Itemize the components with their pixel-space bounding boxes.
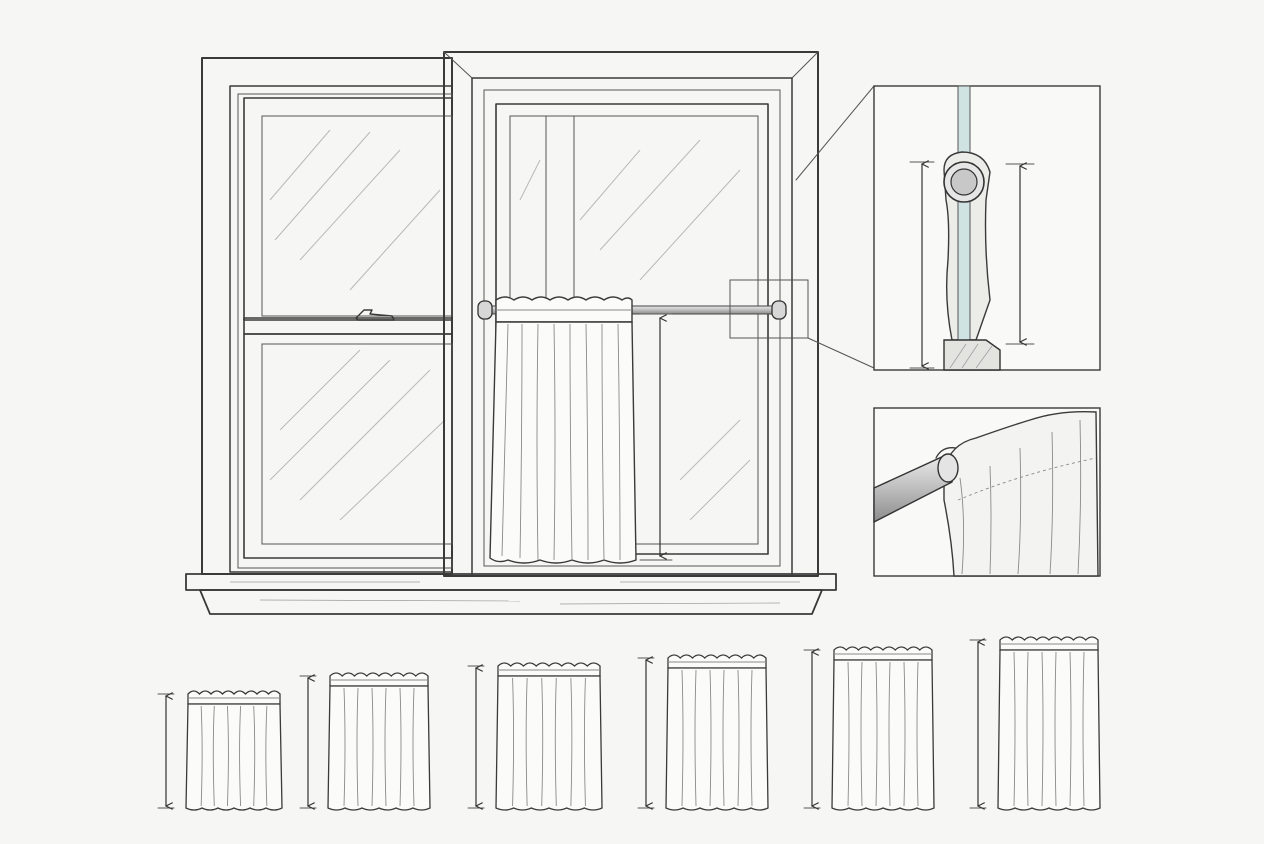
curtain-variant-4 xyxy=(637,654,769,811)
curtain-variant-fold xyxy=(239,705,242,807)
curtain-variant-panel xyxy=(997,649,1101,811)
curtain-variant-panel xyxy=(831,659,935,811)
curtain-variant-fold xyxy=(253,705,256,807)
curtain-variant-fold xyxy=(554,677,557,807)
curtain-variant-fold xyxy=(583,677,586,807)
curtain-variant-header xyxy=(999,636,1099,651)
curtain-variant-fold xyxy=(570,677,573,807)
callout-source-box xyxy=(729,279,809,339)
left-window-upper-sash xyxy=(243,97,453,321)
curtain-variant-fold xyxy=(681,669,684,807)
curtain-variant-fold xyxy=(265,705,268,807)
curtain-variant-fold xyxy=(399,687,402,807)
curtain-variant-panel xyxy=(185,703,283,811)
curtain-variant-3 xyxy=(467,662,603,811)
curtain-variant-fold xyxy=(541,677,544,807)
curtain-variant-fold xyxy=(750,669,753,807)
curtain-variant-fold xyxy=(694,669,697,807)
curtain-variant-fold xyxy=(1013,651,1016,807)
curtain-variant-header xyxy=(833,646,933,661)
curtain-variant-fold xyxy=(356,687,359,807)
sill-section xyxy=(943,339,1001,371)
curtain-variant-1 xyxy=(157,690,283,811)
curtain-variant-header xyxy=(497,662,601,677)
curtain-size-variants xyxy=(157,636,1101,811)
curtain-variant-fold xyxy=(875,661,878,807)
curtain-variant-fold xyxy=(525,677,528,807)
left-window-lower-glass xyxy=(261,343,453,545)
rod-detail-callout xyxy=(729,85,875,369)
curtain-drop-measurement xyxy=(639,313,673,561)
curtain-variant-fold xyxy=(903,661,906,807)
window-latch-icon xyxy=(355,309,395,321)
curtain-variant-fold xyxy=(916,661,919,807)
curtain-variant-fold xyxy=(1069,651,1072,807)
rod-end xyxy=(937,453,959,483)
curtain-variant-fold xyxy=(860,661,863,807)
curtain-variant-panel xyxy=(665,667,769,811)
rod-end-cap-left xyxy=(477,300,493,320)
curtain-variant-fold xyxy=(371,687,374,807)
curtain-variant-panel xyxy=(327,685,431,811)
curtain-variant-fold xyxy=(888,661,891,807)
curtain-variant-fold xyxy=(1041,651,1044,807)
curtain-variant-header xyxy=(667,654,767,669)
curtain-folds xyxy=(501,323,621,561)
left-window xyxy=(201,57,453,575)
curtain-variant-fold xyxy=(847,661,850,807)
curtain-variant-fold xyxy=(1082,651,1085,807)
curtain-header xyxy=(495,296,633,323)
right-window-glass-reflections xyxy=(519,139,751,521)
curtain-variant-panel xyxy=(495,675,603,811)
curtain-variant-fold xyxy=(737,669,740,807)
left-window-glass-reflections xyxy=(269,129,446,521)
detail-panel-rod-pocket xyxy=(873,407,1101,577)
curtain-variant-header xyxy=(187,690,281,705)
curtain-panel xyxy=(489,321,637,564)
detail-panel-frame-top xyxy=(873,85,1101,371)
rod-end-cap-right xyxy=(771,300,787,320)
curtain-variant-header xyxy=(329,672,429,687)
curtain-variant-fold xyxy=(343,687,346,807)
detail-panel-rod-cross-section xyxy=(873,85,1101,371)
left-window-upper-glass xyxy=(261,115,453,317)
curtain-variant-fold xyxy=(709,669,712,807)
right-window-inner-casing xyxy=(471,77,793,577)
curtain-variant-fold xyxy=(412,687,415,807)
hanging-cafe-curtain xyxy=(489,296,637,564)
curtain-variant-fold xyxy=(1054,651,1057,807)
curtain-variant-fold xyxy=(200,705,203,807)
curtain-variant-2 xyxy=(299,672,431,811)
curtain-variant-fold xyxy=(212,705,215,807)
curtain-variant-fold xyxy=(1026,651,1029,807)
sill-apron xyxy=(199,589,823,615)
curtain-variant-fold xyxy=(722,669,725,807)
left-window-inner-casing xyxy=(229,85,453,573)
curtain-variant-fold xyxy=(512,677,515,807)
curtain-variant-6 xyxy=(969,636,1101,811)
curtain-variant-5 xyxy=(803,646,935,811)
left-window-lower-sash xyxy=(243,333,453,559)
curtain-variant-fold xyxy=(226,705,229,807)
window-sill xyxy=(185,573,837,615)
curtain-variant-fold xyxy=(384,687,387,807)
right-window-mullion xyxy=(545,115,575,313)
